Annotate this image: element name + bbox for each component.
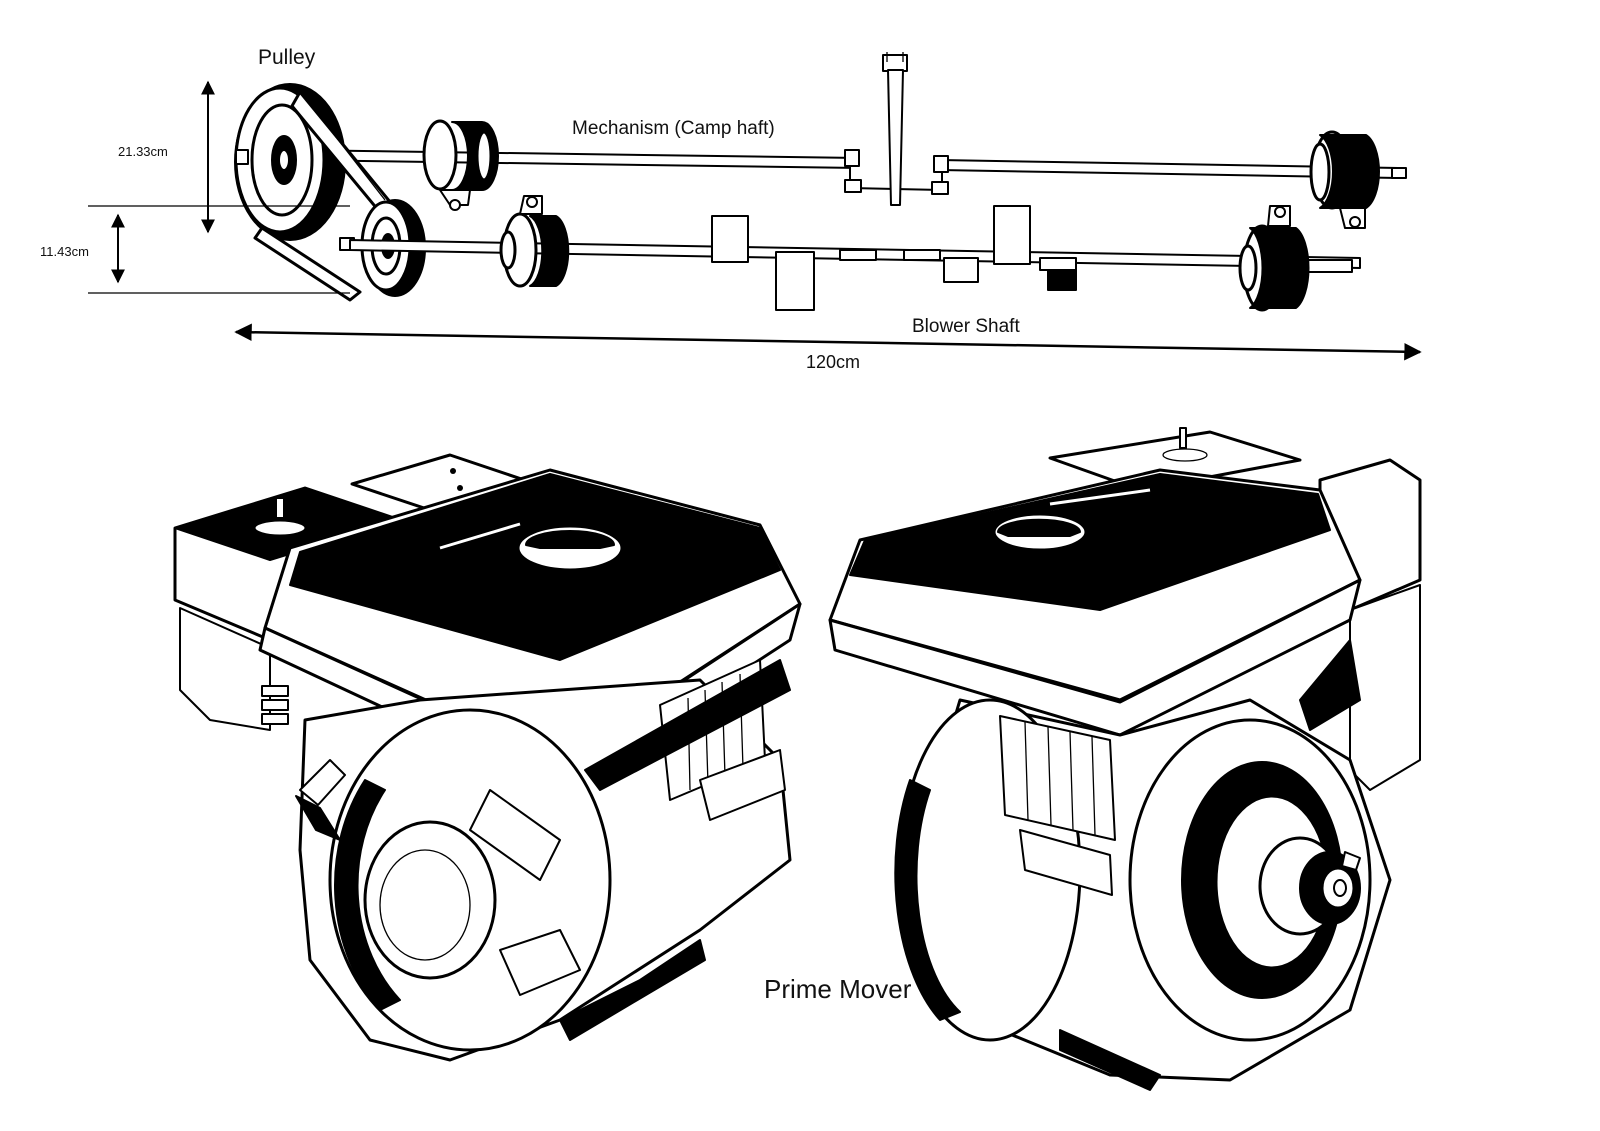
- upper-right-bearing: [1309, 130, 1407, 229]
- blower-shaft-label: Blower Shaft: [912, 316, 1020, 337]
- prime-mover-right: [828, 427, 1422, 1091]
- mechanism-label: Mechanism (Camp haft): [572, 118, 775, 139]
- upper-height-label: 21.33cm: [118, 144, 168, 159]
- pulley-label: Pulley: [258, 46, 316, 69]
- connecting-rod: [882, 52, 908, 206]
- shaft-assembly: [234, 52, 1407, 312]
- cooling-fins-right: [999, 715, 1116, 896]
- lower-height-label: 11.43cm: [40, 244, 89, 259]
- blower-paddles: [711, 205, 1077, 311]
- upper-left-bearing: [422, 119, 499, 211]
- lower-left-bearing: [499, 195, 570, 288]
- prime-mover-left: [173, 453, 802, 1062]
- dimension-lines: [88, 80, 1422, 361]
- large-pulley: [234, 83, 346, 241]
- lower-right-bearing: [1238, 205, 1310, 312]
- length-label: 120cm: [806, 352, 860, 372]
- prime-mover-label: Prime Mover: [764, 974, 912, 1004]
